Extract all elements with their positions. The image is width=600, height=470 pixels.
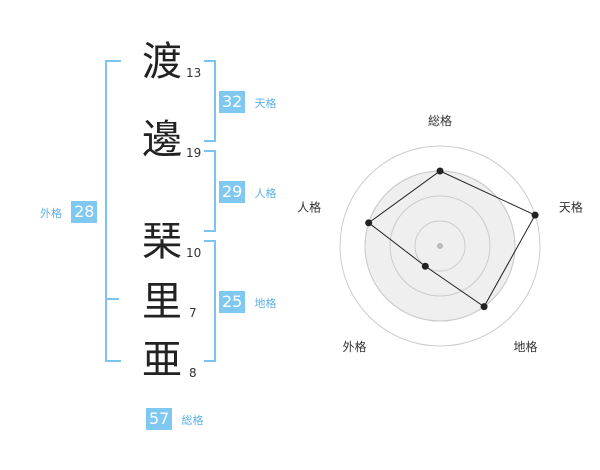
tenkaku-value: 32 [219,91,246,113]
jinkaku-label: 人格 [254,187,277,200]
radar-axis-label-1: 総格 [428,113,452,128]
radar-point-5 [365,219,373,227]
radar-point-1 [436,167,444,175]
outer-bracket [105,60,121,362]
radar-point-2 [531,211,539,219]
tenkaku-bracket [204,60,216,142]
chikaku-label: 地格 [254,297,277,310]
stroke-count-1: 13 [186,66,202,80]
radar-points [365,167,539,311]
soukaku-label: 総格 [181,414,204,427]
jinkaku-result: 29 人格 [219,181,276,203]
outer-bracket-mid-tick [105,298,119,300]
name-char-1: 渡 [142,39,182,85]
radar-axis-label-5: 人格 [297,199,321,214]
gaikaku-result: 外格 28 [40,201,98,223]
stroke-count-2: 19 [186,146,202,160]
soukaku-value: 57 [146,408,173,430]
radar-center-dot [437,243,443,249]
stroke-count-4: 7 [189,306,197,320]
jinkaku-bracket [204,150,216,232]
radar-ring [389,195,491,297]
radar-axis-label-3: 地格 [513,339,537,354]
gaikaku-label: 外格 [40,207,62,220]
stroke-count-5: 8 [189,366,197,380]
tenkaku-result: 32 天格 [219,91,276,113]
name-char-5: 亜 [142,337,182,383]
radar-point-3 [480,303,488,311]
radar-axis-label-2: 天格 [559,199,583,214]
tenkaku-label: 天格 [254,97,277,110]
soukaku-result: 57 総格 [146,408,203,430]
name-char-4: 里 [142,279,182,325]
radar-shape [367,170,536,308]
name-char-2: 邊 [142,117,182,163]
gaikaku-value: 28 [71,201,98,223]
radar-ring [414,220,466,272]
chikaku-value: 25 [219,291,246,313]
chikaku-bracket [204,240,216,362]
radar-axis-label-4: 外格 [343,339,367,354]
radar-point-4 [421,262,429,270]
chikaku-result: 25 地格 [219,291,276,313]
stroke-count-3: 10 [186,246,202,260]
jinkaku-value: 29 [219,181,246,203]
name-char-3: 琹 [142,219,182,265]
